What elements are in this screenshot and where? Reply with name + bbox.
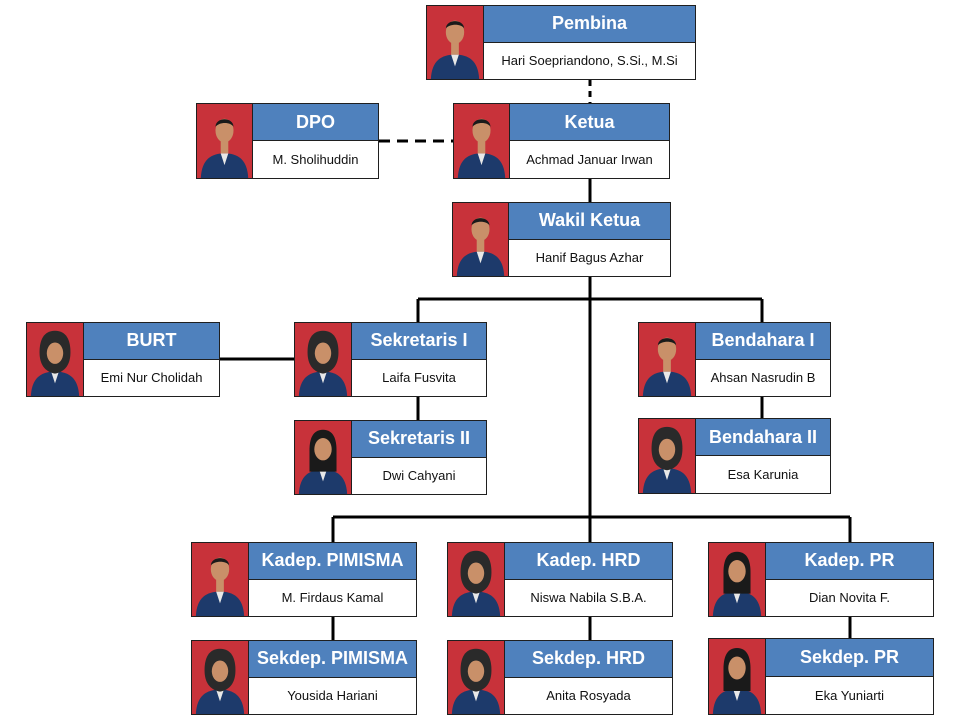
avatar-hijab-icon [191,640,249,715]
org-node-name: Yousida Hariani [248,676,417,715]
avatar-male-icon [452,202,509,277]
org-node-title: Sekretaris I [351,322,487,360]
org-node-name: Hari Soepriandono, S.Si., M.Si [483,41,696,80]
org-node-title: Sekretaris II [351,420,487,458]
org-node-name: Dian Novita F. [765,578,934,617]
avatar-hijab-icon [638,418,696,494]
org-node-title: DPO [252,103,379,141]
avatar-male-icon [426,5,484,80]
org-node-name: Achmad Januar Irwan [509,140,670,179]
avatar-hijab-icon [447,542,505,617]
avatar-female-icon [294,420,352,495]
org-node-title: Kadep. HRD [504,542,673,580]
org-node-name: Eka Yuniarti [765,675,934,715]
org-node-title: Sekdep. HRD [504,640,673,678]
org-node-name: Niswa Nabila S.B.A. [504,578,673,617]
avatar-female-icon [708,542,766,617]
org-node-name: Hanif Bagus Azhar [508,238,671,277]
org-node-name: Emi Nur Cholidah [83,358,220,397]
org-node-name: M. Sholihuddin [252,140,379,179]
avatar-male-icon [196,103,253,179]
org-node-title: Wakil Ketua [508,202,671,240]
org-node-title: Kadep. PR [765,542,934,580]
org-node-title: Ketua [509,103,670,141]
org-node-title: Bendahara I [695,322,831,360]
org-node-title: BURT [83,322,220,360]
org-node-name: Ahsan Nasrudin B [695,358,831,397]
avatar-male-icon [191,542,249,617]
avatar-hijab-icon [447,640,505,715]
org-node-name: M. Firdaus Kamal [248,578,417,617]
avatar-hijab-icon [26,322,84,397]
org-node-name: Anita Rosyada [504,676,673,715]
avatar-female-icon [708,638,766,715]
avatar-male-icon [453,103,510,179]
org-node-title: Bendahara II [695,418,831,456]
org-node-title: Sekdep. PIMISMA [248,640,417,678]
org-node-title: Kadep. PIMISMA [248,542,417,580]
org-node-title: Sekdep. PR [765,638,934,677]
avatar-male-icon [638,322,696,397]
avatar-hijab-icon [294,322,352,397]
org-node-name: Dwi Cahyani [351,456,487,495]
org-node-name: Esa Karunia [695,455,831,494]
org-node-title: Pembina [483,5,696,43]
org-node-name: Laifa Fusvita [351,358,487,397]
